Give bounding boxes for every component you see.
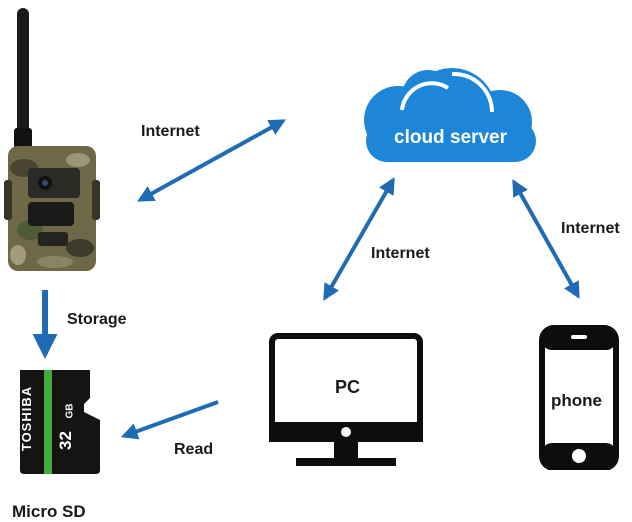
sd-capacity-text: 32: [55, 431, 75, 450]
microsd-card-icon: [20, 370, 100, 474]
cloud-icon: [364, 68, 536, 162]
sd-brand-text: TOSHIBA: [19, 385, 35, 452]
arrow-pc-sd: [120, 400, 219, 440]
cloud-label: cloud server: [394, 127, 507, 148]
edge-label-phone-cloud: Internet: [561, 220, 620, 237]
monitor-icon: [269, 333, 423, 466]
trail-camera-icon: [4, 8, 100, 271]
edge-label-camera-sd: Storage: [67, 311, 127, 328]
arrow-phone-cloud: [512, 179, 580, 299]
phone-label: phone: [551, 391, 602, 410]
sd-unit-text: GB: [64, 403, 76, 419]
edge-label-camera-cloud: Internet: [141, 123, 200, 140]
edge-label-pc-sd: Read: [174, 441, 214, 458]
edge-label-pc-cloud: Internet: [371, 245, 430, 262]
arrow-pc-cloud: [323, 177, 395, 301]
smartphone-icon: [539, 325, 619, 470]
pc-label: PC: [335, 377, 361, 397]
microsd-label: Micro SD: [12, 502, 86, 521]
